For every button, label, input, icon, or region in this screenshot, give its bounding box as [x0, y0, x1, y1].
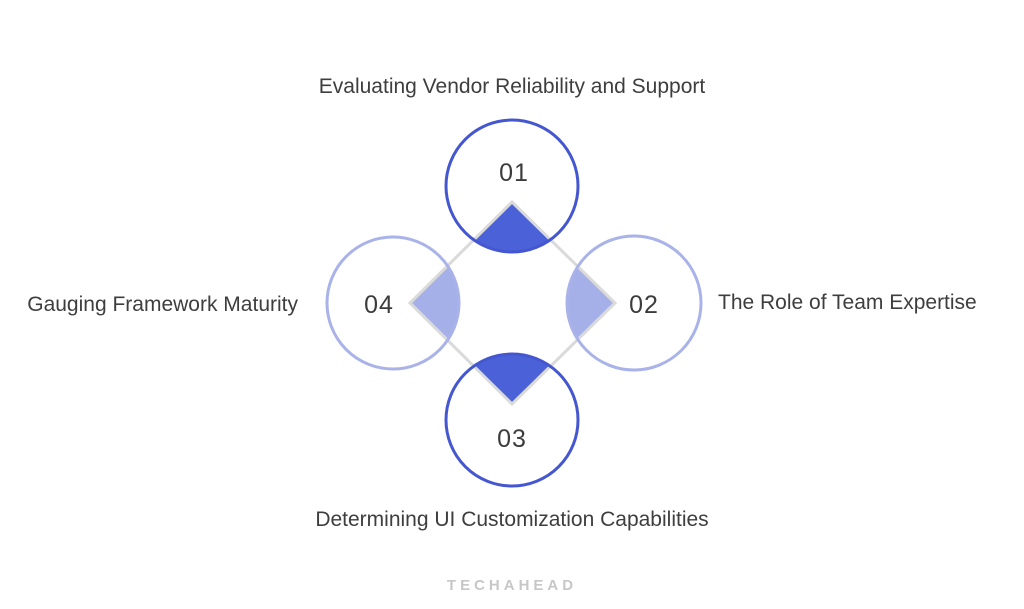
circle-step-02 [565, 234, 703, 372]
step-label-03: Determining UI Customization Capabilitie… [315, 508, 709, 531]
circle-step-04 [325, 235, 461, 371]
step-number-01: 01 [499, 159, 529, 187]
diamond-connector [407, 199, 618, 407]
step-number-03: 03 [497, 425, 527, 453]
step-number-04: 04 [364, 291, 394, 319]
circle-step-01 [444, 118, 580, 254]
step-label-01: Evaluating Vendor Reliability and Suppor… [318, 75, 706, 98]
step-label-04: Gauging Framework Maturity [27, 293, 298, 316]
techahead-logo: TECHAHEAD [446, 577, 578, 594]
circle-step-03 [444, 352, 580, 488]
step-number-02: 02 [629, 291, 659, 319]
step-label-02: The Role of Team Expertise [718, 291, 977, 314]
